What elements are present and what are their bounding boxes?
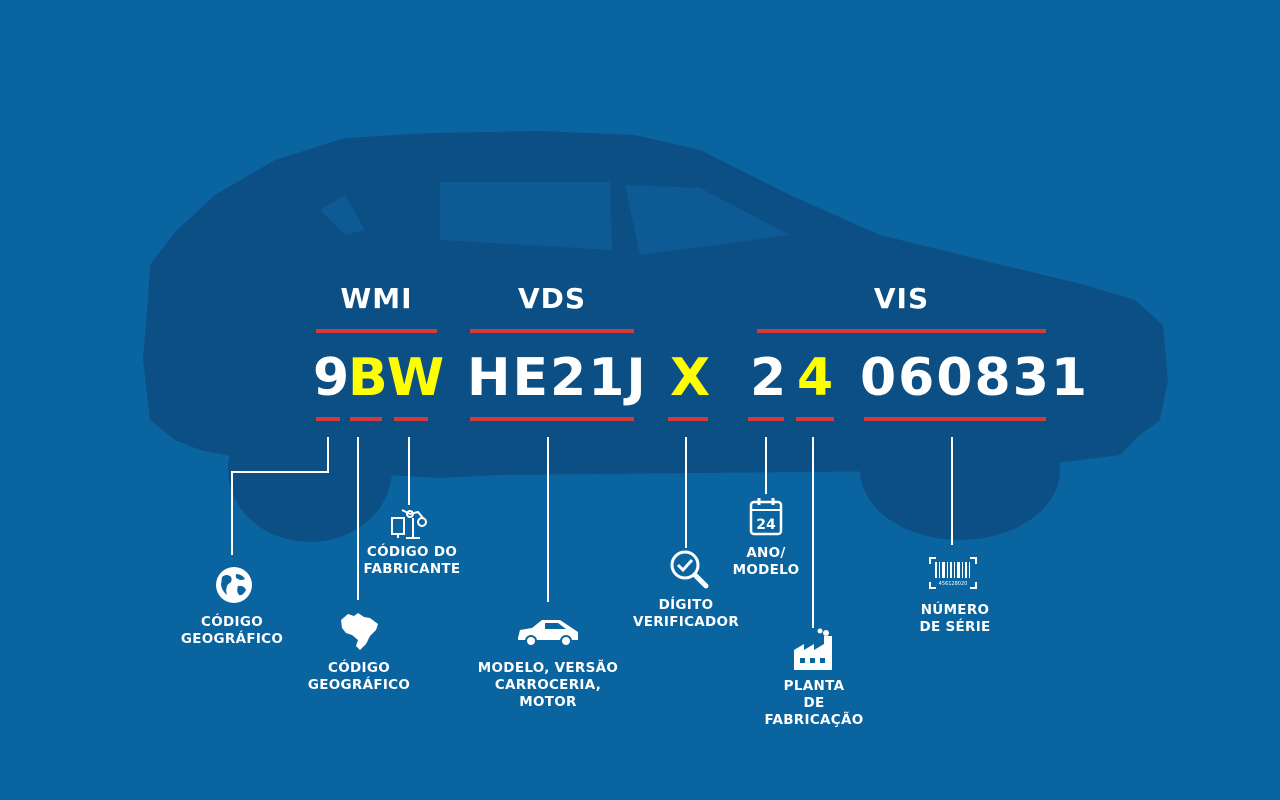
label-line: GEOGRÁFICO: [180, 631, 284, 647]
header-vds: VDS: [517, 282, 587, 315]
label-line: DÍGITO: [658, 597, 714, 613]
vin-char-9: 9: [313, 348, 352, 408]
label-line: CÓDIGO DO: [366, 544, 458, 560]
label-line: VERIFICADOR: [632, 614, 740, 630]
car-icon: [518, 620, 578, 647]
car-windows: [320, 182, 790, 255]
label-line: FABRICAÇÃO: [764, 712, 864, 728]
label-line: DE: [803, 695, 825, 711]
label-line: CÓDIGO: [201, 614, 263, 630]
vin-check-digit: X: [670, 348, 713, 408]
calendar-icon-text: 24: [756, 517, 776, 533]
car-silhouette: [143, 131, 1168, 542]
label-line: MODELO, VERSÃO: [477, 660, 619, 676]
label-serial-number: NÚMERO DE SÉRIE: [905, 602, 1005, 636]
header-vis: VIS: [873, 282, 930, 315]
vin-chars-vds: HE21J: [467, 348, 648, 408]
factory-icon: [794, 628, 832, 670]
label-line: PLANTA: [783, 678, 845, 694]
calendar-icon: 24: [749, 498, 783, 536]
vin-char-year: 2: [750, 348, 789, 408]
vin-char-plant: 4: [797, 348, 836, 408]
label-geographic-code-1: CÓDIGO GEOGRÁFICO: [172, 614, 292, 648]
barcode-icon-text: 456128020: [939, 581, 968, 587]
label-line: CARROCERIA,: [494, 677, 602, 693]
label-line: FABRICANTE: [363, 561, 461, 577]
header-underlines: [316, 329, 1046, 333]
label-line: MODELO: [732, 562, 800, 578]
label-check-digit: DÍGITO VERIFICADOR: [626, 597, 746, 631]
connector-lines: [231, 437, 953, 628]
barcode-icon: 456128020: [929, 557, 977, 589]
label-manufacturing-plant: PLANTA DE FABRICAÇÃO: [754, 678, 874, 729]
vin-chars-serial: 060831: [860, 348, 1090, 408]
segment-underlines: [316, 417, 1046, 421]
vin-chars-bw: BW: [348, 348, 447, 408]
magnifier-check-icon: [670, 550, 709, 589]
brazil-map-icon: [341, 613, 378, 650]
label-line: DE SÉRIE: [919, 619, 991, 635]
robot-arm-icon: [391, 509, 427, 539]
label-model-version: MODELO, VERSÃO CARROCERIA, MOTOR: [473, 660, 623, 711]
label-geographic-code-2: CÓDIGO GEOGRÁFICO: [299, 660, 419, 694]
header-wmi: WMI: [340, 282, 413, 315]
label-line: GEOGRÁFICO: [307, 677, 411, 693]
label-line: CÓDIGO: [328, 660, 390, 676]
label-year-model: ANO/ MODELO: [716, 545, 816, 579]
globe-icon: [216, 567, 252, 603]
label-manufacturer-code: CÓDIGO DO FABRICANTE: [352, 544, 472, 578]
label-line: MOTOR: [519, 694, 577, 710]
label-line: ANO/: [746, 545, 786, 561]
label-line: NÚMERO: [920, 602, 990, 618]
